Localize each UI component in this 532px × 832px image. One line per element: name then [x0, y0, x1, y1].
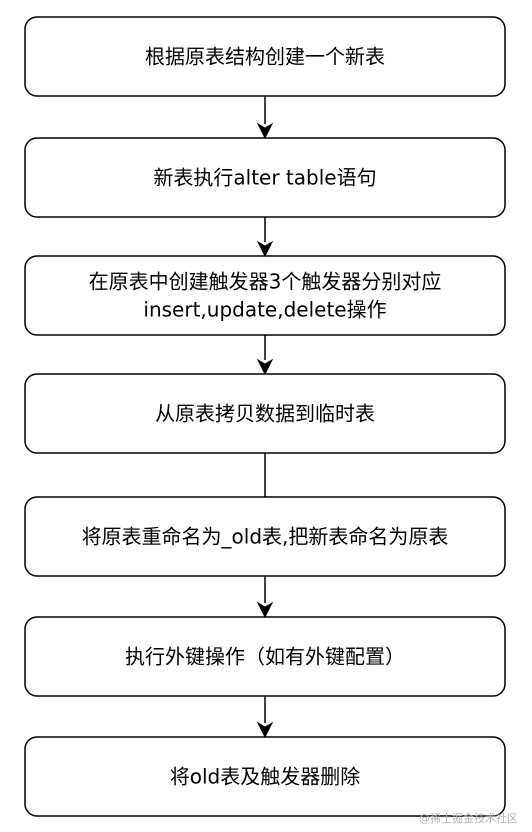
process-step-5: 将原表重命名为_old表,把新表命名为原表 — [24, 496, 506, 577]
arrowhead-icon — [256, 358, 274, 376]
arrowhead-icon — [256, 122, 274, 140]
connector-1 — [256, 96, 274, 140]
process-step-label: 从原表拷贝数据到临时表 — [155, 402, 375, 426]
process-step-label: insert,update,delete操作 — [143, 298, 386, 322]
process-step-label: 执行外键操作（如有外键配置） — [125, 645, 405, 669]
connector-6 — [256, 696, 274, 739]
watermark-text: @稀土掘金技术社区 — [419, 812, 518, 825]
connector-5 — [256, 576, 274, 619]
process-step-label: 新表执行alter table语句 — [153, 166, 376, 190]
process-step-label: 在原表中创建触发器3个触发器分别对应 — [89, 270, 442, 294]
connector-3 — [256, 335, 274, 376]
process-step-7: 将old表及触发器删除 — [24, 736, 506, 817]
process-step-2: 新表执行alter table语句 — [24, 137, 506, 218]
process-step-label: 将原表重命名为_old表,把新表命名为原表 — [82, 525, 449, 549]
arrowhead-icon — [256, 601, 274, 619]
connector-2 — [256, 217, 274, 258]
process-step-4: 从原表拷贝数据到临时表 — [24, 373, 506, 454]
arrowhead-icon — [256, 240, 274, 258]
process-step-box — [24, 255, 506, 336]
arrowhead-icon — [256, 721, 274, 739]
process-step-label: 将old表及触发器删除 — [170, 765, 361, 789]
process-step-6: 执行外键操作（如有外键配置） — [24, 616, 506, 697]
process-step-label: 根据原表结构创建一个新表 — [145, 45, 385, 69]
process-step-1: 根据原表结构创建一个新表 — [24, 16, 506, 97]
process-step-3: 在原表中创建触发器3个触发器分别对应 insert,update,delete操作 — [24, 255, 506, 336]
